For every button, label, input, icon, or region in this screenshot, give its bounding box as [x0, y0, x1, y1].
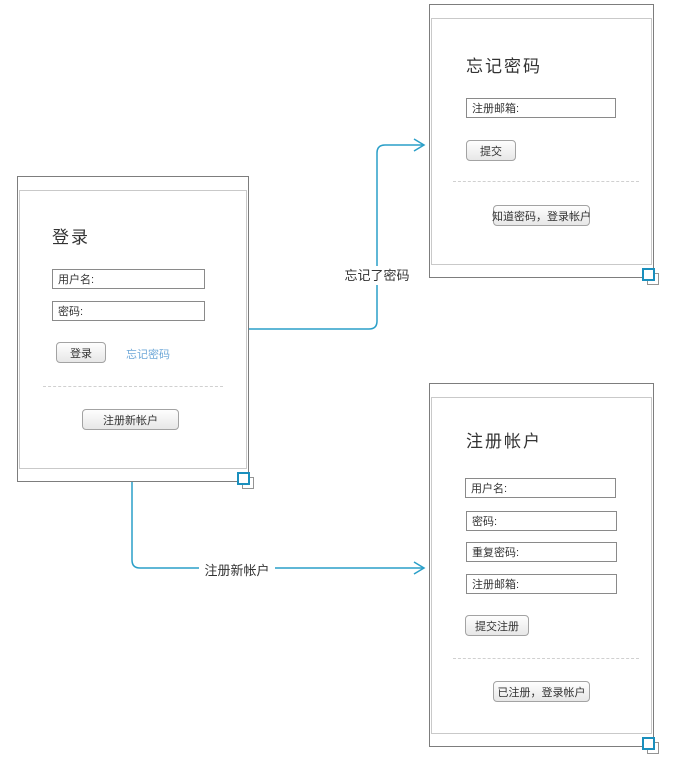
- username-input[interactable]: 用户名:: [52, 269, 205, 289]
- login-panel-title: 登录: [52, 228, 90, 247]
- connector-label-forgot: 忘记了密码: [340, 266, 414, 285]
- registered-email-input[interactable]: 注册邮箱:: [466, 574, 617, 594]
- arrowhead-icon: [413, 138, 426, 152]
- duplicate-handle-icon[interactable]: [642, 268, 659, 285]
- already-registered-login-button[interactable]: 已注册，登录帐户: [493, 681, 590, 702]
- front-square-icon: [642, 737, 655, 750]
- connector-register-account: [131, 482, 423, 569]
- panel-content-frame: [431, 397, 652, 734]
- registered-email-input[interactable]: 注册邮箱:: [466, 98, 616, 118]
- arrowhead-icon: [413, 561, 426, 575]
- forgot-password-link[interactable]: 忘记密码: [126, 349, 170, 361]
- dashed-divider: [453, 658, 639, 659]
- dashed-divider: [43, 386, 223, 387]
- register-panel-title: 注册帐户: [466, 432, 542, 451]
- connector-forgot-password: [248, 144, 423, 330]
- front-square-icon: [642, 268, 655, 281]
- front-square-icon: [237, 472, 250, 485]
- login-button[interactable]: 登录: [56, 342, 106, 363]
- password-input[interactable]: 密码:: [466, 511, 617, 531]
- submit-register-button[interactable]: 提交注册: [465, 615, 529, 636]
- register-account-panel: 注册帐户 用户名: 密码: 重复密码: 注册邮箱: 提交注册 已注册，登录帐户: [429, 383, 659, 754]
- repeat-password-input[interactable]: 重复密码:: [466, 542, 617, 562]
- connector-label-register: 注册新帐户: [199, 561, 275, 580]
- register-new-account-button[interactable]: 注册新帐户: [82, 409, 179, 430]
- forgot-password-panel: 忘记密码 注册邮箱: 提交 知道密码，登录帐户: [429, 4, 659, 285]
- duplicate-handle-icon[interactable]: [237, 472, 254, 489]
- duplicate-handle-icon[interactable]: [642, 737, 659, 754]
- login-panel: 登录 用户名: 密码: 登录 忘记密码 注册新帐户: [17, 176, 254, 489]
- username-input[interactable]: 用户名:: [465, 478, 616, 498]
- password-input[interactable]: 密码:: [52, 301, 205, 321]
- dashed-divider: [453, 181, 639, 182]
- submit-button[interactable]: 提交: [466, 140, 516, 161]
- know-password-login-button[interactable]: 知道密码，登录帐户: [492, 205, 591, 226]
- forgot-panel-title: 忘记密码: [466, 57, 542, 76]
